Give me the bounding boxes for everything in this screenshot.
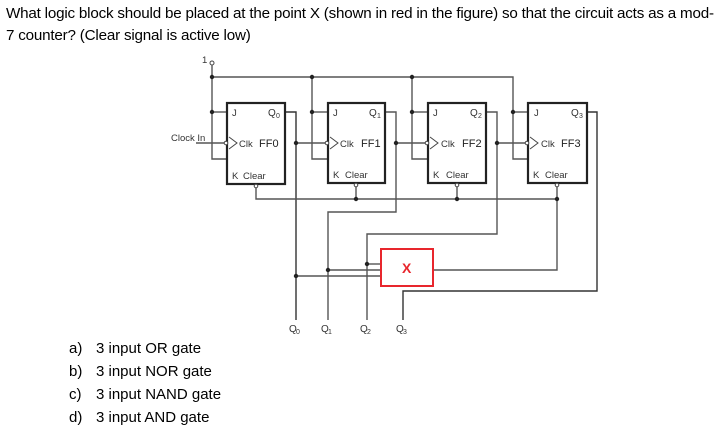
q-subscript: 1 <box>377 113 381 120</box>
clock-triangle-icon <box>329 136 339 150</box>
clear-bubble <box>454 182 460 188</box>
ff-name: FF2 <box>462 138 482 150</box>
junction <box>209 74 215 80</box>
q-label: Q <box>369 108 377 119</box>
supply-bus <box>212 76 528 160</box>
clock-bubble <box>524 140 530 146</box>
clock-triangle-icon <box>529 136 539 150</box>
question-text: What logic block should be placed at the… <box>6 5 714 44</box>
flip-flop-ff2: J K Clear Clk FF2 Q 2 <box>424 101 488 188</box>
answer-options: a) 3 input OR gate b) 3 input NOR gate c) 3… <box>69 337 221 429</box>
option-b[interactable]: b) 3 input NOR gate <box>69 360 221 383</box>
k-label: K <box>333 170 340 181</box>
junction <box>554 196 560 202</box>
option-letter: c) <box>69 386 82 403</box>
option-letter: b) <box>69 363 83 380</box>
junction <box>409 74 415 80</box>
q0-wire <box>285 111 297 320</box>
clear-bubble <box>554 182 560 188</box>
q-label: Q <box>268 108 276 119</box>
clear-bus <box>255 186 557 200</box>
junction <box>209 109 215 115</box>
q3-wire <box>402 111 598 320</box>
junction <box>393 140 399 146</box>
x-label: X <box>402 260 412 276</box>
ff0-jk-wire <box>211 65 227 160</box>
j-label: J <box>333 108 338 119</box>
unknown-logic-block-x: X <box>380 248 434 287</box>
output-label-q1: Q <box>321 324 329 335</box>
output-sub-q0: 0 <box>296 329 300 336</box>
output-sub-q1: 1 <box>328 329 332 336</box>
ff-name: FF3 <box>561 138 581 150</box>
q-subscript: 0 <box>276 113 280 120</box>
junction <box>409 109 415 115</box>
flip-flop-ff0: J K Clear Clk FF0 Q 0 <box>223 101 287 189</box>
option-d[interactable]: d) 3 input AND gate <box>69 406 221 429</box>
output-label-q2: Q <box>360 324 368 335</box>
option-text: 3 input NOR gate <box>96 363 212 380</box>
output-sub-q2: 2 <box>367 329 371 336</box>
clock-bubble <box>424 140 430 146</box>
junction <box>510 109 516 115</box>
j-label: J <box>534 108 539 119</box>
output-label-q0: Q <box>289 324 297 335</box>
clock-bubble <box>223 140 229 146</box>
output-sub-q3: 3 <box>403 329 407 336</box>
q-subscript: 2 <box>478 113 482 120</box>
clock-bubble <box>324 140 330 146</box>
k-label: K <box>433 170 440 181</box>
clear-label: Clear <box>345 170 368 181</box>
q-label: Q <box>571 108 579 119</box>
junction <box>309 74 315 80</box>
clear-bubble <box>353 182 359 188</box>
junction <box>364 261 370 267</box>
k-label: K <box>232 171 239 182</box>
ff-name: FF0 <box>259 138 279 150</box>
junction <box>494 140 500 146</box>
junction <box>309 109 315 115</box>
j-label: J <box>232 108 237 119</box>
option-letter: d) <box>69 409 83 426</box>
clk-label: Clk <box>239 139 253 150</box>
option-text: 3 input OR gate <box>96 340 202 357</box>
clock-in-label: Clock In <box>171 133 205 144</box>
option-a[interactable]: a) 3 input OR gate <box>69 337 221 360</box>
q1-wire <box>327 111 397 320</box>
clock-triangle-icon <box>228 136 238 150</box>
ff-name: FF1 <box>361 138 381 150</box>
junction <box>454 196 460 202</box>
clear-label: Clear <box>446 170 469 181</box>
ff1-jk-wire <box>311 77 328 160</box>
clear-label: Clear <box>545 170 568 181</box>
junction <box>293 140 299 146</box>
clk-label: Clk <box>340 139 354 150</box>
j-label: J <box>433 108 438 119</box>
option-letter: a) <box>69 340 83 357</box>
x-output-wire <box>433 186 558 271</box>
junction <box>325 267 331 273</box>
junction <box>293 273 299 279</box>
option-text: 3 input AND gate <box>96 409 210 426</box>
q-subscript: 3 <box>579 113 583 120</box>
ff2-jk-wire <box>411 77 428 160</box>
option-c[interactable]: c) 3 input NAND gate <box>69 383 221 406</box>
clk-label: Clk <box>541 139 555 150</box>
junction <box>353 196 359 202</box>
flip-flop-ff1: J K Clear Clk FF1 Q 1 <box>324 101 387 188</box>
clk-label: Clk <box>441 139 455 150</box>
clear-label: Clear <box>243 171 266 182</box>
supply-label: 1 <box>202 55 207 66</box>
option-text: 3 input NAND gate <box>96 386 222 403</box>
clear-bubble <box>253 183 259 189</box>
k-label: K <box>533 170 540 181</box>
clock-triangle-icon <box>429 136 439 150</box>
output-label-q3: Q <box>396 324 404 335</box>
flip-flop-ff3: J K Clear Clk FF3 Q 3 <box>524 101 589 188</box>
supply-terminal <box>209 60 215 66</box>
q-label: Q <box>470 108 478 119</box>
